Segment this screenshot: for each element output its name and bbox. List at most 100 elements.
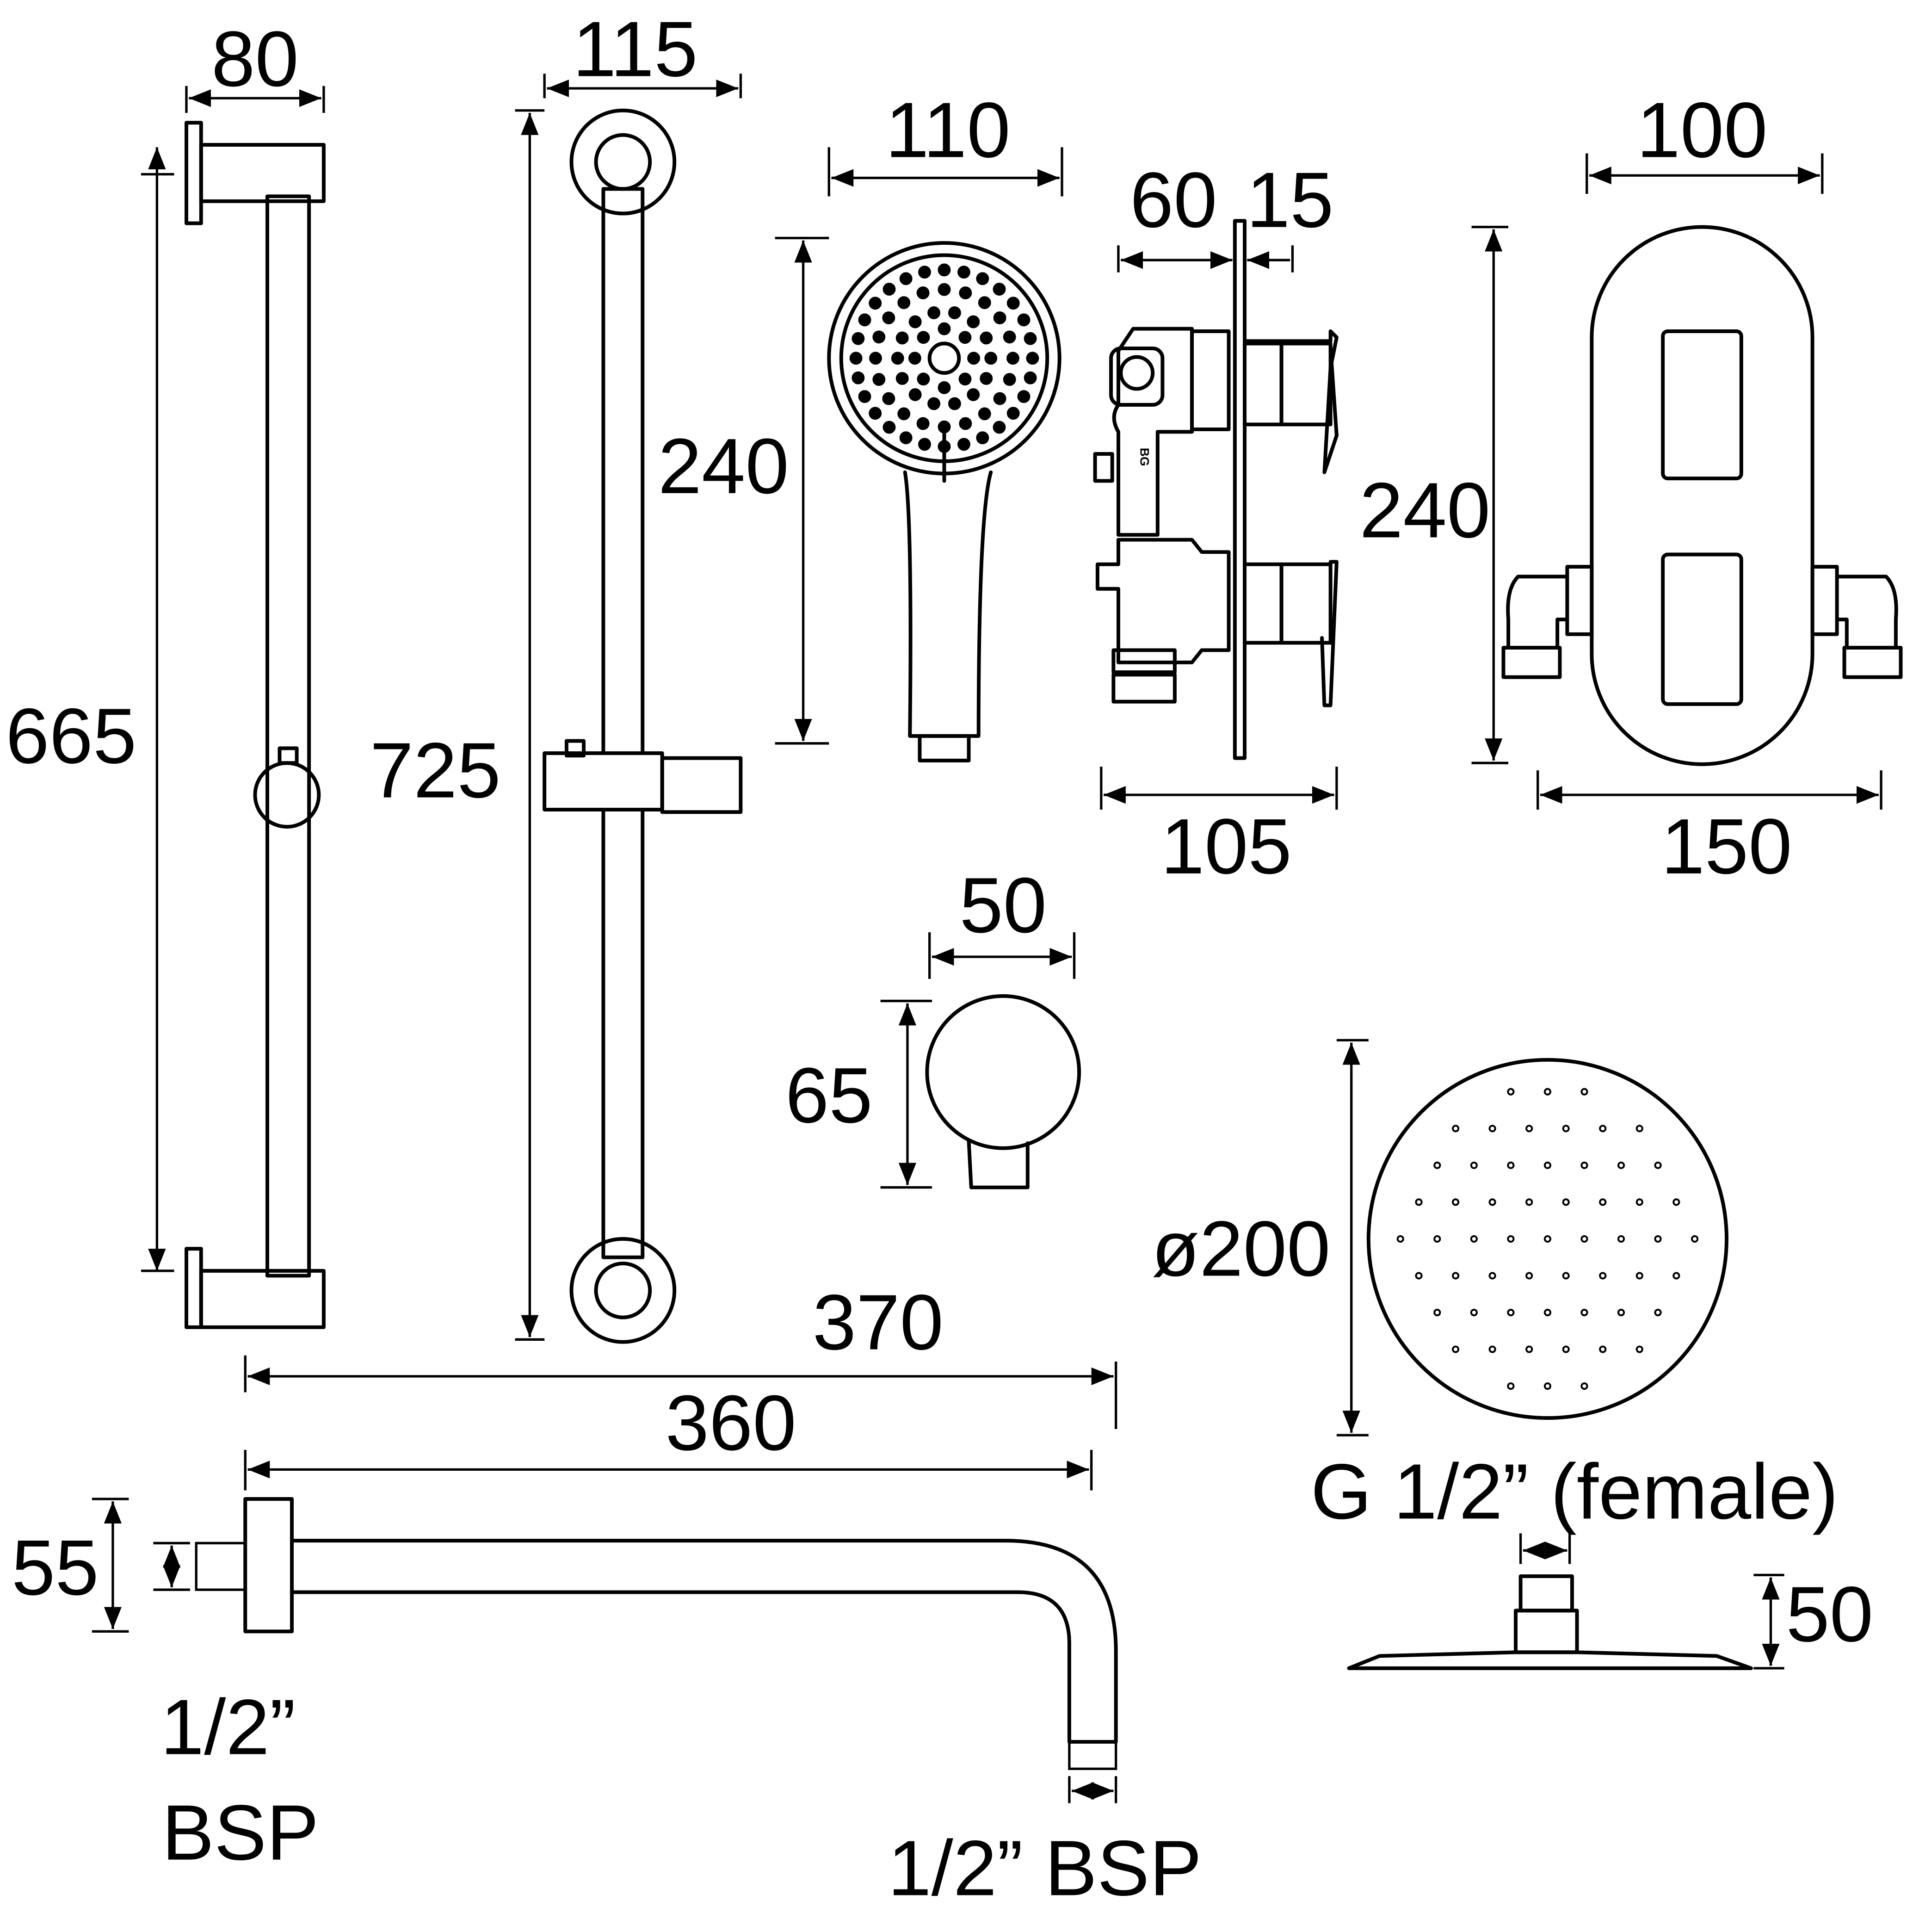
nozzle-dot: [1580, 1235, 1588, 1243]
dim-label: 80: [211, 15, 299, 103]
nozzle-dot: [938, 381, 951, 394]
nozzle-dot: [957, 266, 970, 279]
nozzle-dot: [1451, 1272, 1460, 1280]
dimension-outlet-thread: [1068, 1776, 1117, 1803]
nozzle-dot: [1599, 1125, 1607, 1133]
nozzle-dot: [882, 283, 896, 296]
dimension-rail-small-height: 665: [6, 147, 174, 1272]
nozzle-dot: [993, 283, 1006, 296]
dim-label: 150: [1661, 802, 1792, 890]
dimension-arm-length: 360: [244, 1379, 1093, 1491]
dim-label: 370: [813, 1278, 944, 1366]
nozzle-dot: [1026, 352, 1039, 365]
nozzle-dot: [1507, 1235, 1515, 1243]
nozzle-dot: [1635, 1272, 1643, 1280]
nozzle-dot: [872, 373, 886, 386]
nozzle-dot: [1488, 1272, 1496, 1280]
nozzle-dot: [1580, 1382, 1588, 1390]
nozzle-dot: [938, 283, 951, 296]
nozzle-dot: [1433, 1235, 1441, 1243]
nozzle-dot: [1543, 1161, 1552, 1169]
nozzle-dot: [980, 331, 993, 345]
dim-label: ø200: [1152, 1204, 1331, 1292]
dimension-head-diameter: ø200: [1152, 1039, 1369, 1437]
nozzle-dot: [1672, 1272, 1680, 1280]
dimension-plate-top-width: 100: [1586, 86, 1824, 194]
nozzle-dot: [897, 296, 911, 310]
nozzle-dot: [927, 397, 940, 410]
dim-label: 665: [6, 692, 136, 780]
nozzle-dot: [993, 392, 1006, 405]
nozzle-dot: [882, 311, 895, 324]
nozzle-dot: [1562, 1198, 1570, 1206]
nozzle-dot: [916, 417, 930, 430]
dimension-outlet-height: 65: [785, 999, 932, 1189]
nozzle-dot: [858, 313, 871, 327]
nozzle-dot: [917, 331, 930, 344]
nozzle-dot: [1451, 1198, 1460, 1206]
nozzle-dot: [1654, 1308, 1662, 1317]
nozzle-dot: [958, 331, 972, 344]
dim-label: 65: [785, 1051, 873, 1139]
nozzle-dot: [1017, 313, 1031, 327]
nozzle-dot: [1580, 1308, 1588, 1317]
outlet-thread-label: 1/2” BSP: [888, 1824, 1202, 1912]
dimension-arm-overall: 370: [244, 1278, 1117, 1429]
nozzle-dot: [938, 263, 951, 277]
nozzle-dot: [869, 407, 882, 420]
riser-rail-small: [185, 121, 326, 1329]
dimension-valve-height: 240: [1359, 225, 1509, 764]
nozzle-dot: [1599, 1345, 1607, 1353]
nozzle-dot: [852, 332, 865, 345]
nozzle-dot: [1488, 1345, 1496, 1353]
shower-arm: [195, 1497, 1118, 1770]
nozzle-dot: [869, 297, 882, 310]
nozzle-dot: [1635, 1125, 1643, 1133]
inlet-thread-label: 1/2”: [160, 1683, 296, 1771]
nozzle-dot: [1525, 1345, 1533, 1353]
nozzle-dot: [895, 372, 909, 385]
dim-label: 55: [12, 1523, 99, 1611]
nozzle-dot: [938, 420, 951, 433]
nozzle-dot: [895, 331, 909, 345]
nozzle-dot: [1599, 1272, 1607, 1280]
nozzle-dot: [1006, 297, 1020, 310]
nozzle-dot: [1543, 1382, 1552, 1390]
nozzle-dot: [1562, 1345, 1570, 1353]
nozzle-dot: [882, 421, 896, 434]
dimension-outlet-width: 50: [928, 861, 1076, 979]
nozzle-dot: [1433, 1308, 1441, 1317]
nozzle-dot: [918, 438, 931, 451]
nozzle-dot: [1488, 1198, 1496, 1206]
nozzle-dot: [897, 407, 911, 421]
valve-face-plate: [1501, 225, 1903, 766]
nozzle-dot: [978, 407, 991, 421]
dim-label: 15: [1247, 156, 1334, 244]
nozzle-dot: [1654, 1161, 1662, 1169]
shower-handset: [827, 241, 1061, 762]
nozzle-dot: [967, 315, 980, 328]
nozzle-dot: [993, 421, 1006, 434]
nozzle-dot: [1617, 1308, 1625, 1317]
nozzle-dot: [852, 371, 865, 384]
nozzle-dot: [1507, 1308, 1515, 1317]
nozzle-dot: [1470, 1308, 1478, 1317]
nozzle-dot: [927, 306, 940, 319]
nozzle-dot: [908, 315, 922, 328]
shower-head-side-view: [1347, 1574, 1753, 1670]
nozzle-dot: [959, 286, 972, 300]
nozzle-dot: [1017, 390, 1031, 403]
nozzle-dot: [1003, 330, 1016, 344]
nozzle-dot: [948, 306, 961, 319]
dim-label: 100: [1636, 86, 1767, 173]
dim-label: 105: [1161, 802, 1292, 890]
nozzle-dot: [958, 372, 972, 386]
dimension-valve-depth: 60 15: [1117, 156, 1334, 272]
dimension-valve-width: 105: [1100, 767, 1338, 890]
nozzle-dot: [899, 272, 913, 285]
nozzle-dot: [1507, 1088, 1515, 1096]
dimension-rail-large-width: 115: [543, 5, 742, 99]
dimension-handset-height: 240: [658, 236, 829, 745]
dim-label: 725: [370, 726, 501, 814]
